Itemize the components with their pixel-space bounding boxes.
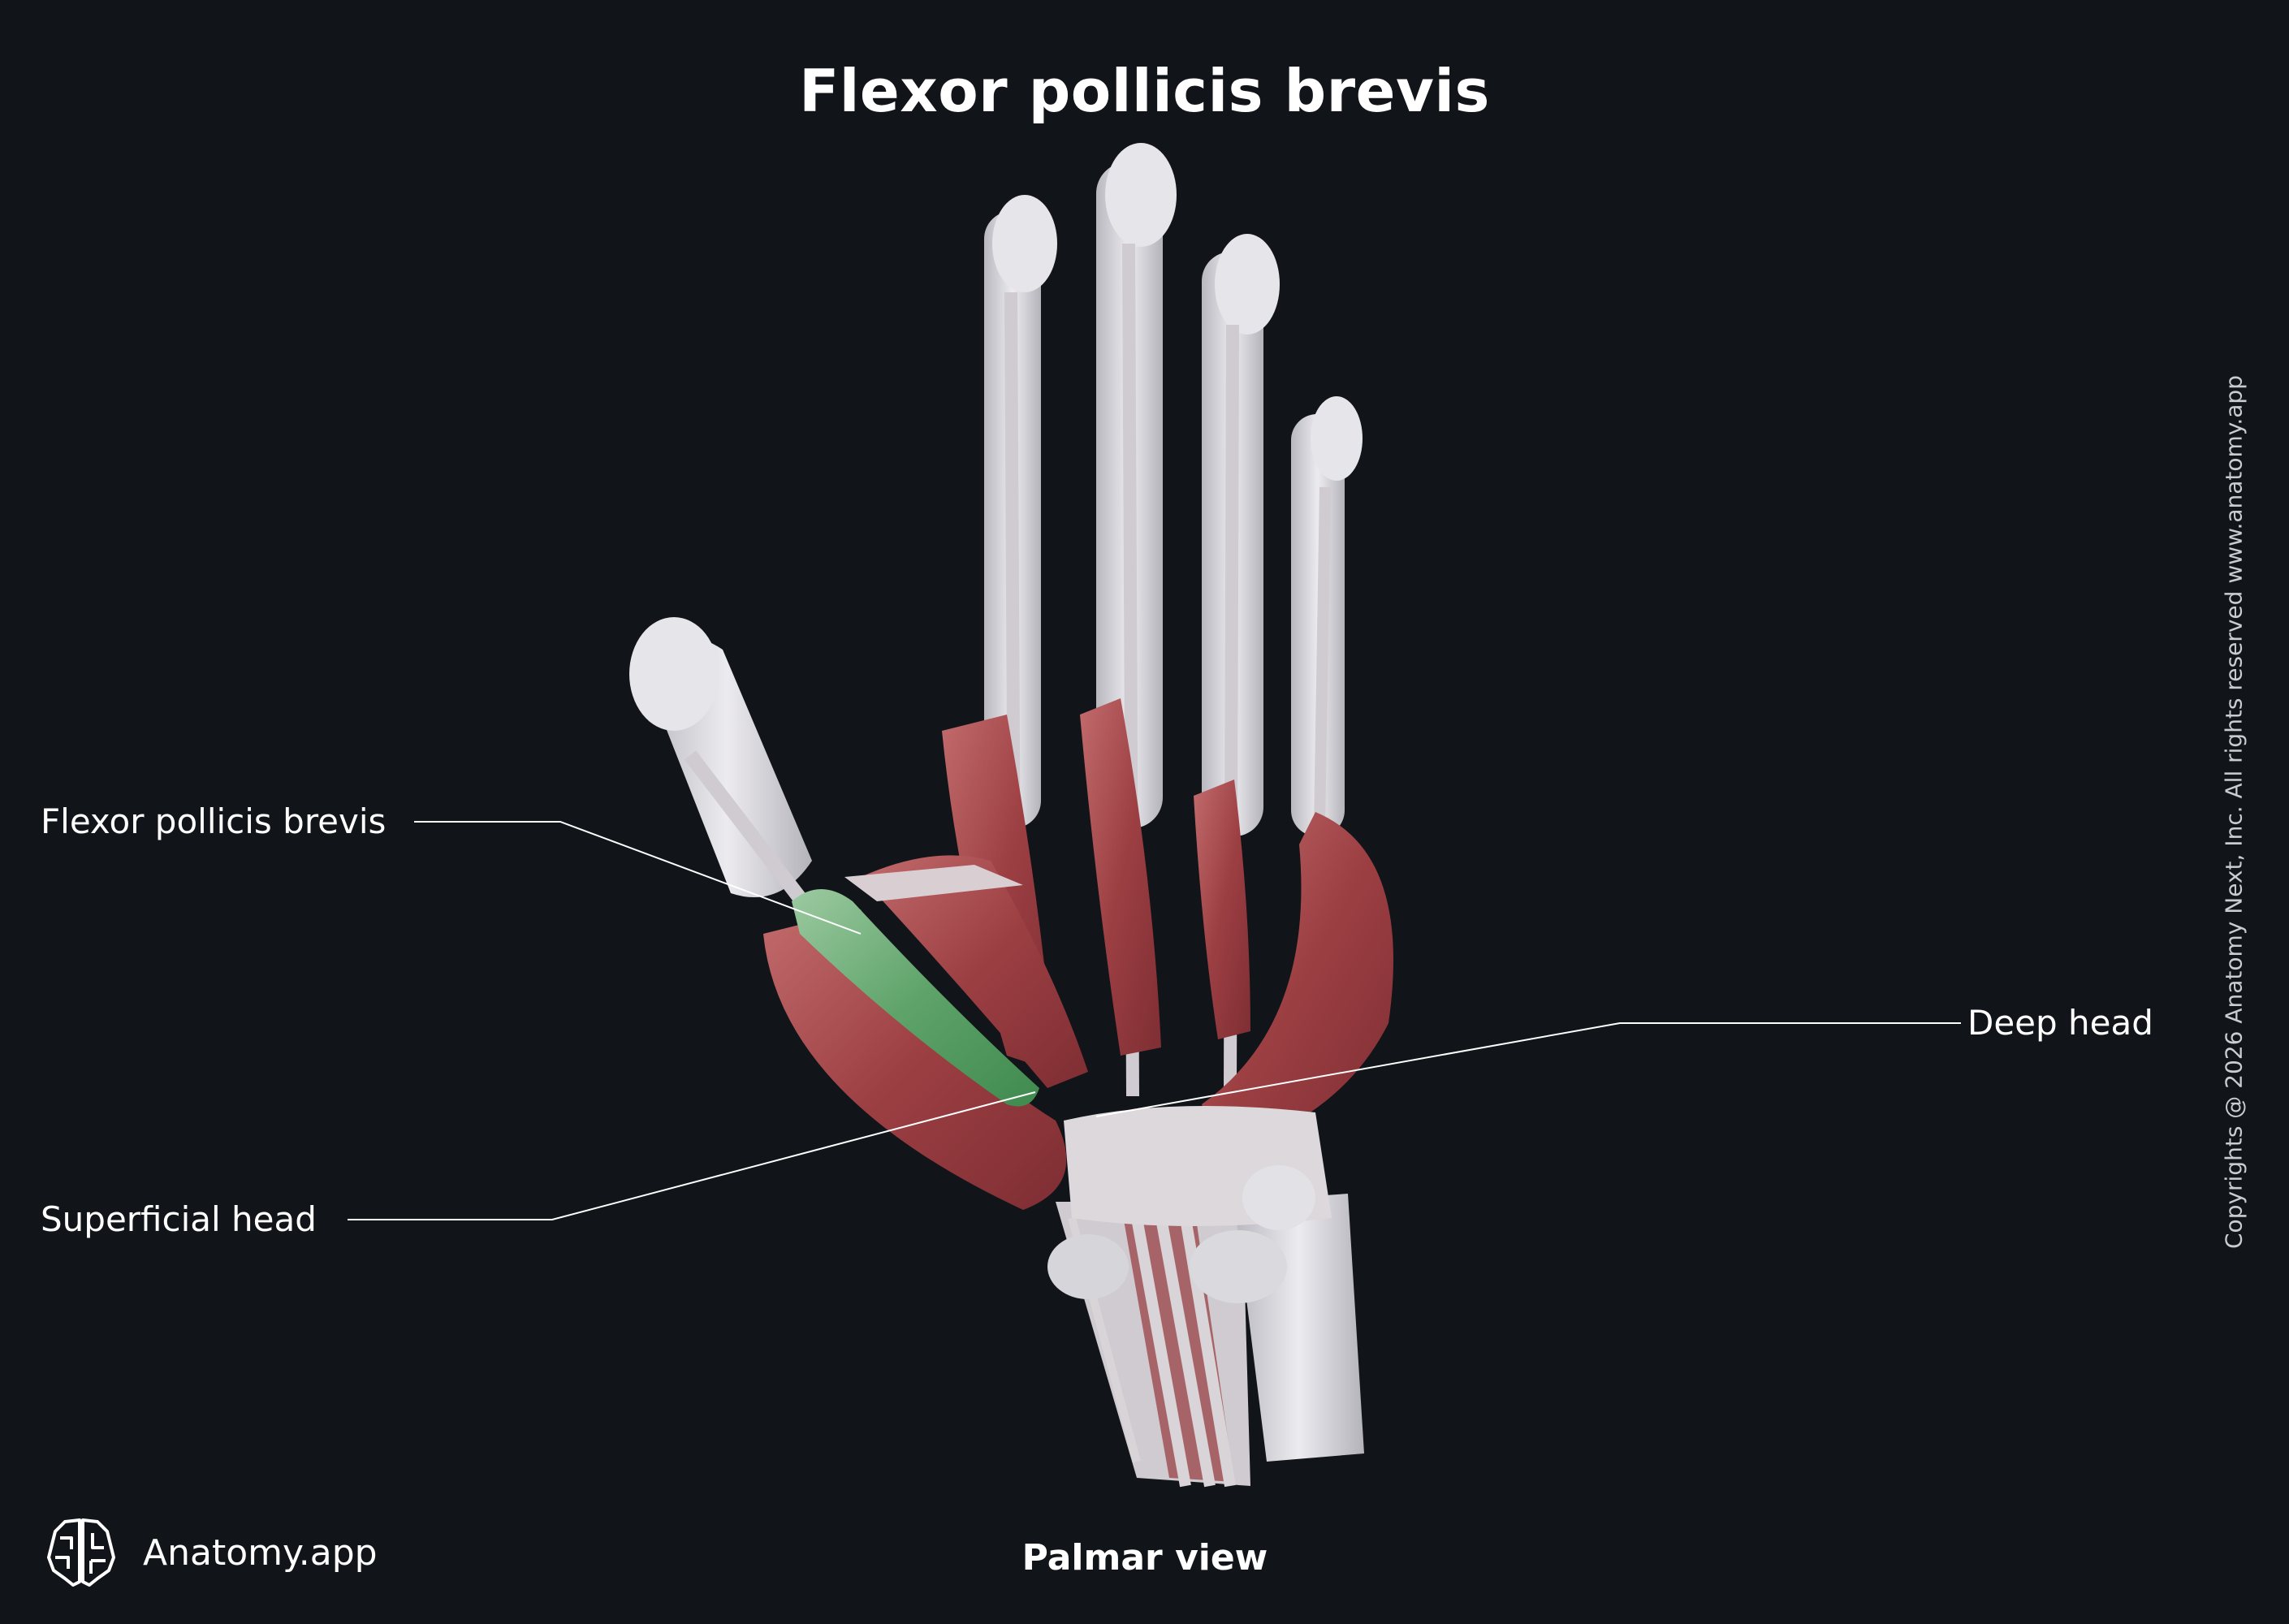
leader-line-deep-head bbox=[1095, 1022, 1961, 1117]
brand-name: Anatomy.app bbox=[143, 1531, 378, 1574]
brand: Anatomy.app bbox=[41, 1512, 378, 1593]
leader-line-flexor-pollicis-brevis bbox=[414, 821, 862, 935]
label-deep-head: Deep head bbox=[1967, 1003, 2153, 1043]
label-flexor-pollicis-brevis: Flexor pollicis brevis bbox=[41, 801, 387, 841]
copyright-text: Copyrights @ 2026 Anatomy Next, Inc. All… bbox=[2220, 375, 2248, 1249]
label-superficial-head: Superficial head bbox=[41, 1199, 317, 1239]
carpal-bones bbox=[1047, 1165, 1315, 1303]
leader-line-superficial-head bbox=[348, 1091, 1036, 1220]
page-title: Flexor pollicis brevis bbox=[799, 57, 1490, 125]
flexor-pollicis-brevis-muscle bbox=[792, 889, 1039, 1107]
leader-lines bbox=[348, 821, 1961, 1220]
brain-icon bbox=[47, 1518, 115, 1587]
thenar-muscles bbox=[763, 855, 1088, 1210]
view-caption: Palmar view bbox=[1021, 1537, 1268, 1579]
